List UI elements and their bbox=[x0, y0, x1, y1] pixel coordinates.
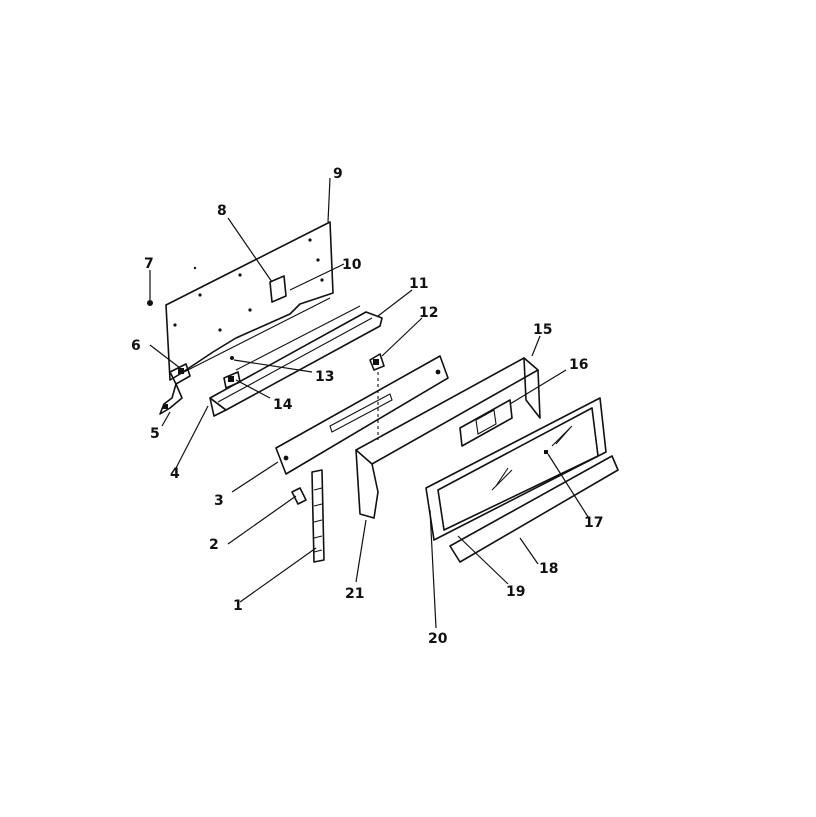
callout-9: 9 bbox=[333, 166, 343, 182]
callout-labels: 1 2 3 4 5 6 7 8 9 10 11 12 13 14 15 16 1… bbox=[131, 166, 603, 647]
rail-bar bbox=[209, 397, 227, 417]
callout-21: 21 bbox=[345, 586, 364, 602]
callout-6: 6 bbox=[131, 338, 141, 354]
callout-2: 2 bbox=[209, 537, 219, 553]
back-panel bbox=[165, 221, 334, 381]
callout-1: 1 bbox=[233, 598, 243, 614]
callout-12: 12 bbox=[419, 305, 438, 321]
callout-5: 5 bbox=[150, 426, 160, 442]
display-window bbox=[459, 399, 513, 447]
callout-16: 16 bbox=[569, 357, 588, 373]
backguard bbox=[355, 357, 541, 519]
spring-strip bbox=[311, 469, 325, 563]
glass-panel bbox=[437, 407, 599, 531]
leader-lines bbox=[149, 177, 591, 629]
hinge-clip bbox=[159, 383, 183, 415]
callout-19: 19 bbox=[506, 584, 525, 600]
callout-13: 13 bbox=[315, 369, 334, 385]
callout-15: 15 bbox=[533, 322, 552, 338]
knob-clip bbox=[369, 353, 385, 371]
callout-4: 4 bbox=[170, 466, 180, 482]
callout-17: 17 bbox=[584, 515, 603, 531]
screw bbox=[147, 300, 153, 306]
callout-14: 14 bbox=[273, 397, 293, 413]
callout-11: 11 bbox=[409, 276, 428, 292]
callout-20: 20 bbox=[428, 631, 448, 647]
control-panel-plate bbox=[275, 355, 449, 475]
callout-7: 7 bbox=[144, 256, 154, 272]
outer-trim bbox=[425, 397, 607, 541]
small-clip bbox=[291, 487, 307, 505]
callout-3: 3 bbox=[214, 493, 224, 509]
panel-bracket bbox=[269, 275, 287, 303]
callout-8: 8 bbox=[217, 203, 227, 219]
bottom-trim bbox=[449, 455, 619, 563]
callout-10: 10 bbox=[342, 257, 362, 273]
long-rail bbox=[209, 305, 383, 411]
side-bracket bbox=[169, 363, 191, 385]
callout-18: 18 bbox=[539, 561, 558, 577]
